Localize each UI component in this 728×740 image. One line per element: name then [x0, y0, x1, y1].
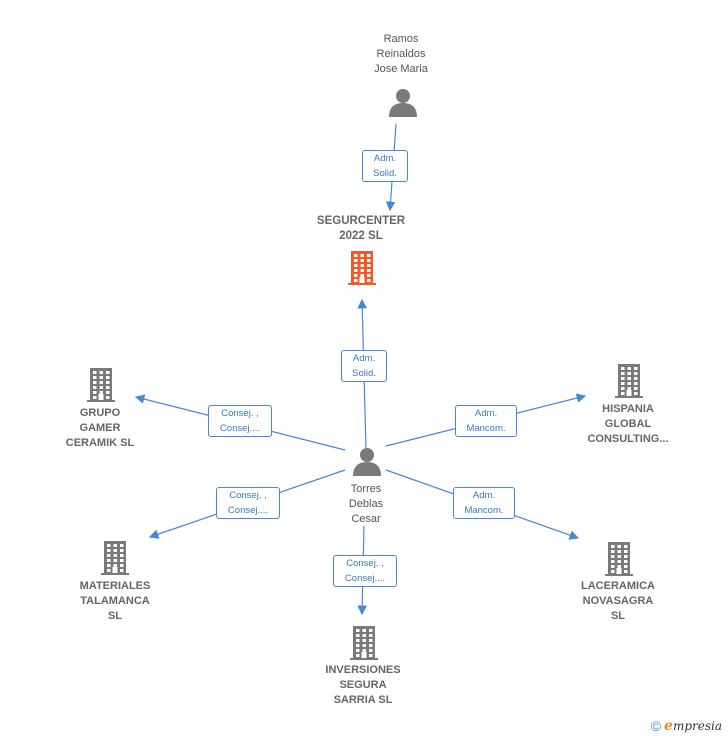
building-icon-segurcenter[interactable] — [348, 251, 376, 285]
edge-label-torres-materiales[interactable]: Consej. , Consej.... — [216, 487, 280, 519]
node-label-ramos[interactable]: Ramos Reinaldos Jose Maria — [374, 33, 428, 75]
brand-logo-e: e — [664, 718, 673, 734]
person-icon-ramos[interactable] — [389, 89, 417, 117]
node-label-materiales[interactable]: MATERIALES TALAMANCA SL — [79, 580, 151, 622]
building-icon-grupo[interactable] — [87, 368, 115, 402]
node-label-inversiones[interactable]: INVERSIONES SEGURA SARRIA SL — [325, 664, 401, 706]
node-label-segurcenter[interactable]: SEGURCENTER 2022 SL — [316, 215, 406, 242]
building-icon-hispania[interactable] — [615, 364, 643, 398]
copyright-icon: © — [650, 718, 662, 734]
edge-label-torres-inversiones[interactable]: Consej. , Consej.... — [333, 555, 397, 587]
edge-label-torres-segurcenter[interactable]: Adm. Solid. — [341, 350, 387, 382]
edge-label-torres-grupo[interactable]: Consej. , Consej.... — [208, 405, 272, 437]
node-label-grupo[interactable]: GRUPO GAMER CERAMIK SL — [65, 407, 135, 449]
edge-label-ramos-segurcenter[interactable]: Adm. Solid. — [362, 150, 408, 182]
building-icon-laceramica[interactable] — [605, 542, 633, 576]
person-icon-torres[interactable] — [353, 448, 381, 476]
footer-brand: © empresia — [651, 718, 722, 734]
edge-label-torres-hispania[interactable]: Adm. Mancom. — [455, 405, 517, 437]
building-icon-inversiones[interactable] — [350, 626, 378, 660]
brand-logo-text: mpresia — [672, 719, 722, 733]
node-label-torres[interactable]: Torres Deblas Cesar — [348, 483, 384, 525]
building-icon-materiales[interactable] — [101, 541, 129, 575]
node-label-laceramica[interactable]: LACERAMICA NOVASAGRA SL — [581, 580, 655, 622]
edge-label-torres-laceramica[interactable]: Adm. Mancom. — [453, 487, 515, 519]
node-label-hispania[interactable]: HISPANIA GLOBAL CONSULTING... — [587, 403, 669, 445]
